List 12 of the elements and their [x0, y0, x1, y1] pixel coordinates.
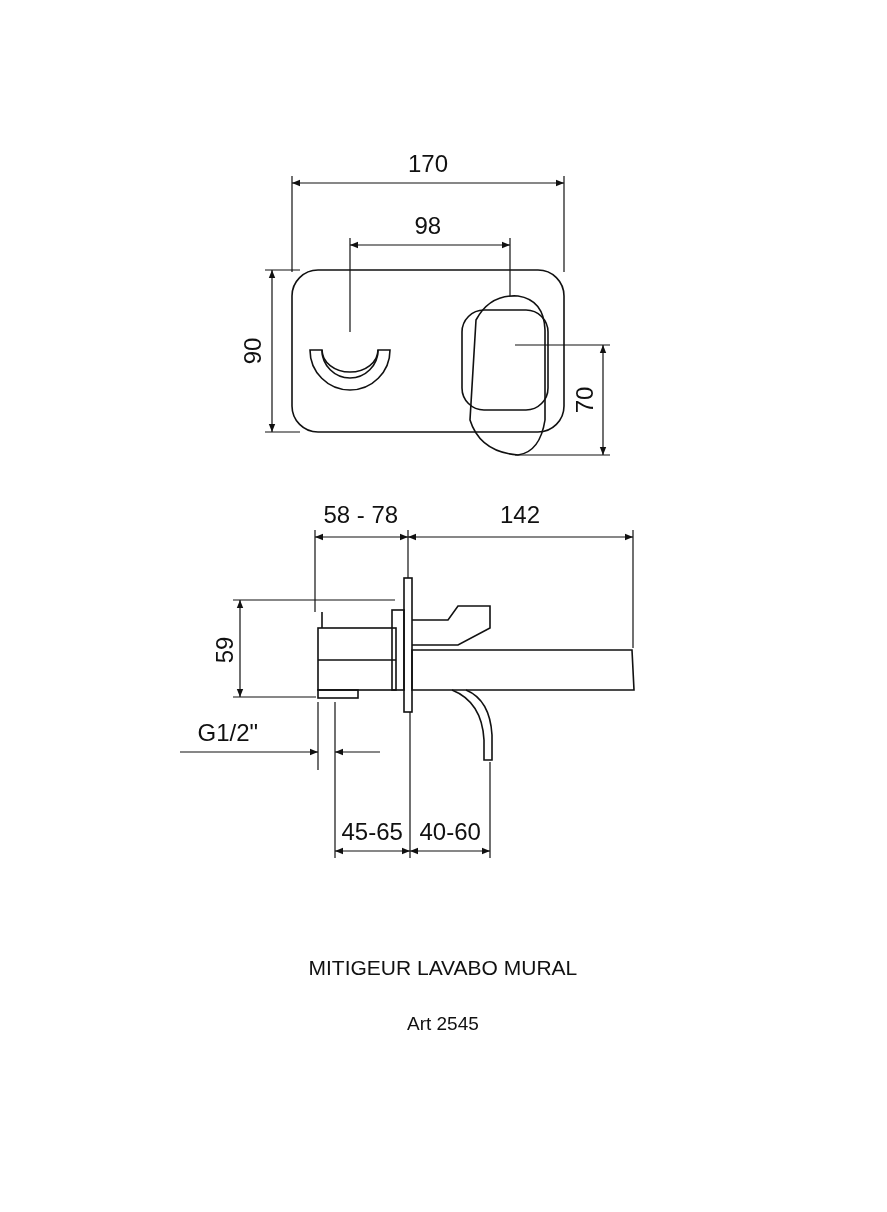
dimension-label: 142 — [500, 502, 541, 528]
dimension-label: 90 — [239, 337, 266, 365]
article-number: Art 2545 — [407, 1012, 479, 1036]
dimension-label: 45-65 — [341, 819, 403, 845]
dimension-label: G1/2" — [197, 720, 259, 746]
dimension-label: 58 - 78 — [323, 502, 399, 528]
title: MITIGEUR LAVABO MURAL — [308, 955, 578, 981]
dimension-label: 170 — [408, 151, 449, 177]
dimension-label: 70 — [571, 386, 598, 414]
dimension-label: 59 — [211, 636, 238, 664]
dimension-label: 40-60 — [419, 819, 481, 845]
dimension-label: 98 — [414, 213, 442, 239]
